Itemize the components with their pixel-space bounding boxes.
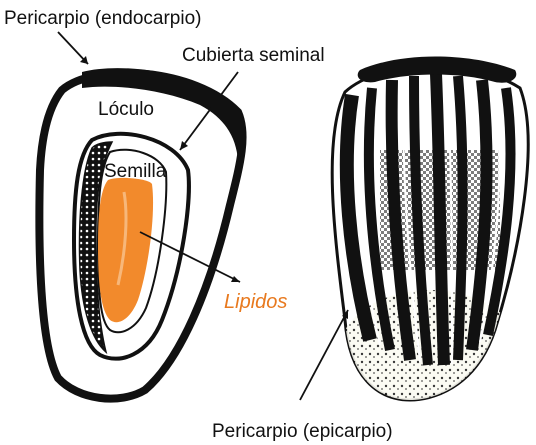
lipids-label: Lipidos: [224, 291, 287, 313]
epicarp-label: Pericarpio (epicarpio): [212, 421, 393, 442]
endocarp-label: Pericarpio (endocarpio): [4, 8, 202, 29]
epicarp-leader: [300, 310, 348, 400]
seed-coat-label: Cubierta seminal: [182, 45, 325, 66]
fruit-exterior: [332, 57, 528, 411]
seed-label: Semilla: [104, 161, 167, 182]
locule-label: Lóculo: [98, 99, 154, 120]
